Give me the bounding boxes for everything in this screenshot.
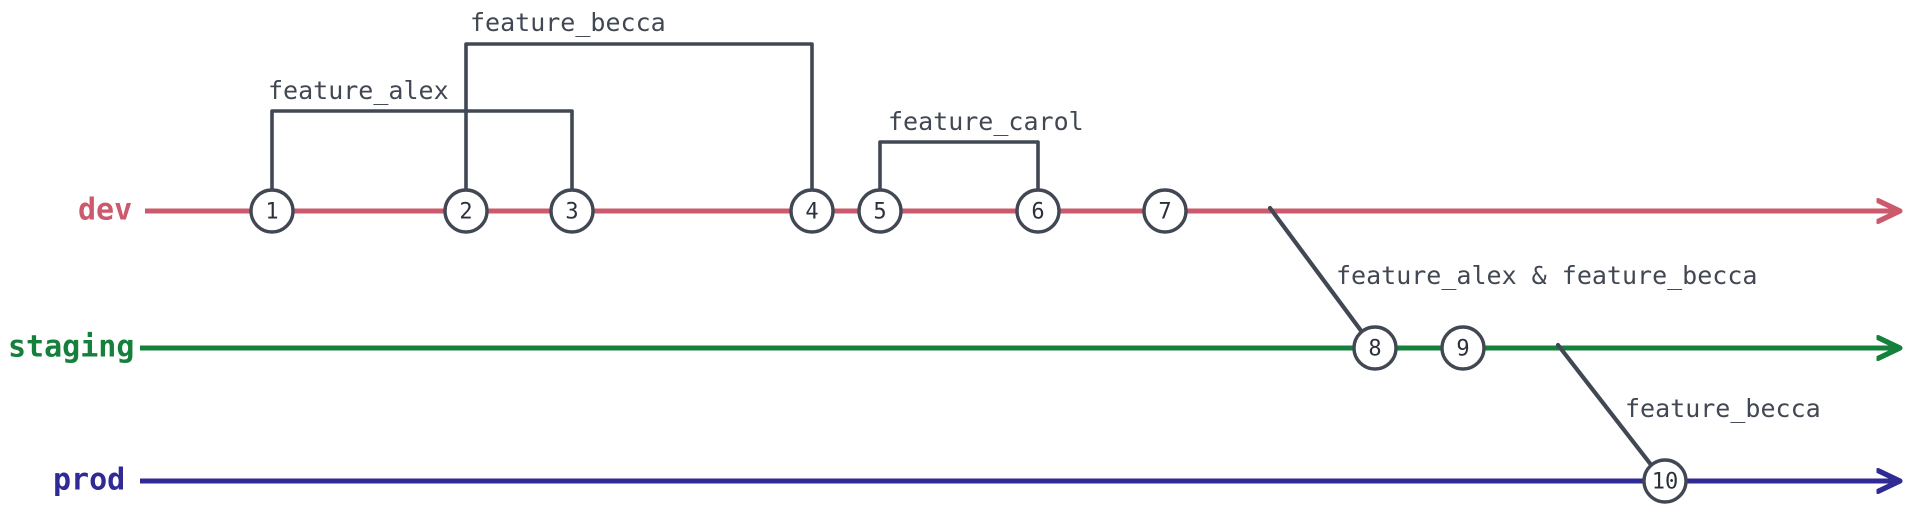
- feature-brackets-group: feature_alex feature_becca feature_carol: [268, 8, 1084, 192]
- branch-label-dev: dev: [78, 193, 132, 228]
- commit-node-6[interactable]: 6: [1015, 188, 1061, 234]
- commit-node-label: 6: [1031, 200, 1044, 225]
- feature-bracket-label-feature_becca: feature_becca: [470, 8, 666, 37]
- commit-node-8[interactable]: 8: [1352, 325, 1398, 371]
- commit-node-7[interactable]: 7: [1142, 188, 1188, 234]
- feature-bracket-feature_becca: [464, 42, 814, 192]
- commit-node-label: 10: [1652, 470, 1679, 495]
- commit-node-label: 5: [873, 200, 886, 225]
- merge-line-staging-to-prod: [1555, 342, 1655, 469]
- commit-node-label: 1: [265, 200, 278, 225]
- feature-bracket-label-feature_carol: feature_carol: [888, 107, 1084, 136]
- branch-labels-group: dev staging prod: [8, 193, 134, 498]
- commit-node-label: 7: [1158, 200, 1171, 225]
- commit-node-label: 4: [805, 200, 818, 225]
- merge-label-staging-to-prod: feature_becca: [1625, 394, 1821, 423]
- merge-label-dev-to-staging: feature_alex & feature_becca: [1336, 261, 1757, 290]
- commit-node-label: 3: [565, 200, 578, 225]
- commit-node-5[interactable]: 5: [857, 188, 903, 234]
- branch-label-staging: staging: [8, 330, 134, 365]
- merge-line-dev-to-staging: [1267, 205, 1365, 335]
- merge-lines-group: feature_alex & feature_becca feature_bec…: [1267, 205, 1821, 469]
- feature-bracket-feature_alex: [270, 109, 574, 192]
- feature-bracket-feature_carol: [878, 140, 1040, 192]
- commit-node-2[interactable]: 2: [443, 188, 489, 234]
- commit-node-3[interactable]: 3: [549, 188, 595, 234]
- commit-node-label: 2: [459, 200, 472, 225]
- commit-node-label: 9: [1456, 337, 1469, 362]
- branch-label-prod: prod: [53, 463, 125, 498]
- feature-bracket-label-feature_alex: feature_alex: [268, 76, 449, 105]
- commit-node-label: 8: [1368, 337, 1381, 362]
- commit-node-1[interactable]: 1: [249, 188, 295, 234]
- commit-node-10[interactable]: 10: [1642, 458, 1688, 504]
- commit-nodes-group: 1 2 3 4 5 6 7: [249, 188, 1688, 504]
- commit-node-9[interactable]: 9: [1440, 325, 1486, 371]
- commit-node-4[interactable]: 4: [789, 188, 835, 234]
